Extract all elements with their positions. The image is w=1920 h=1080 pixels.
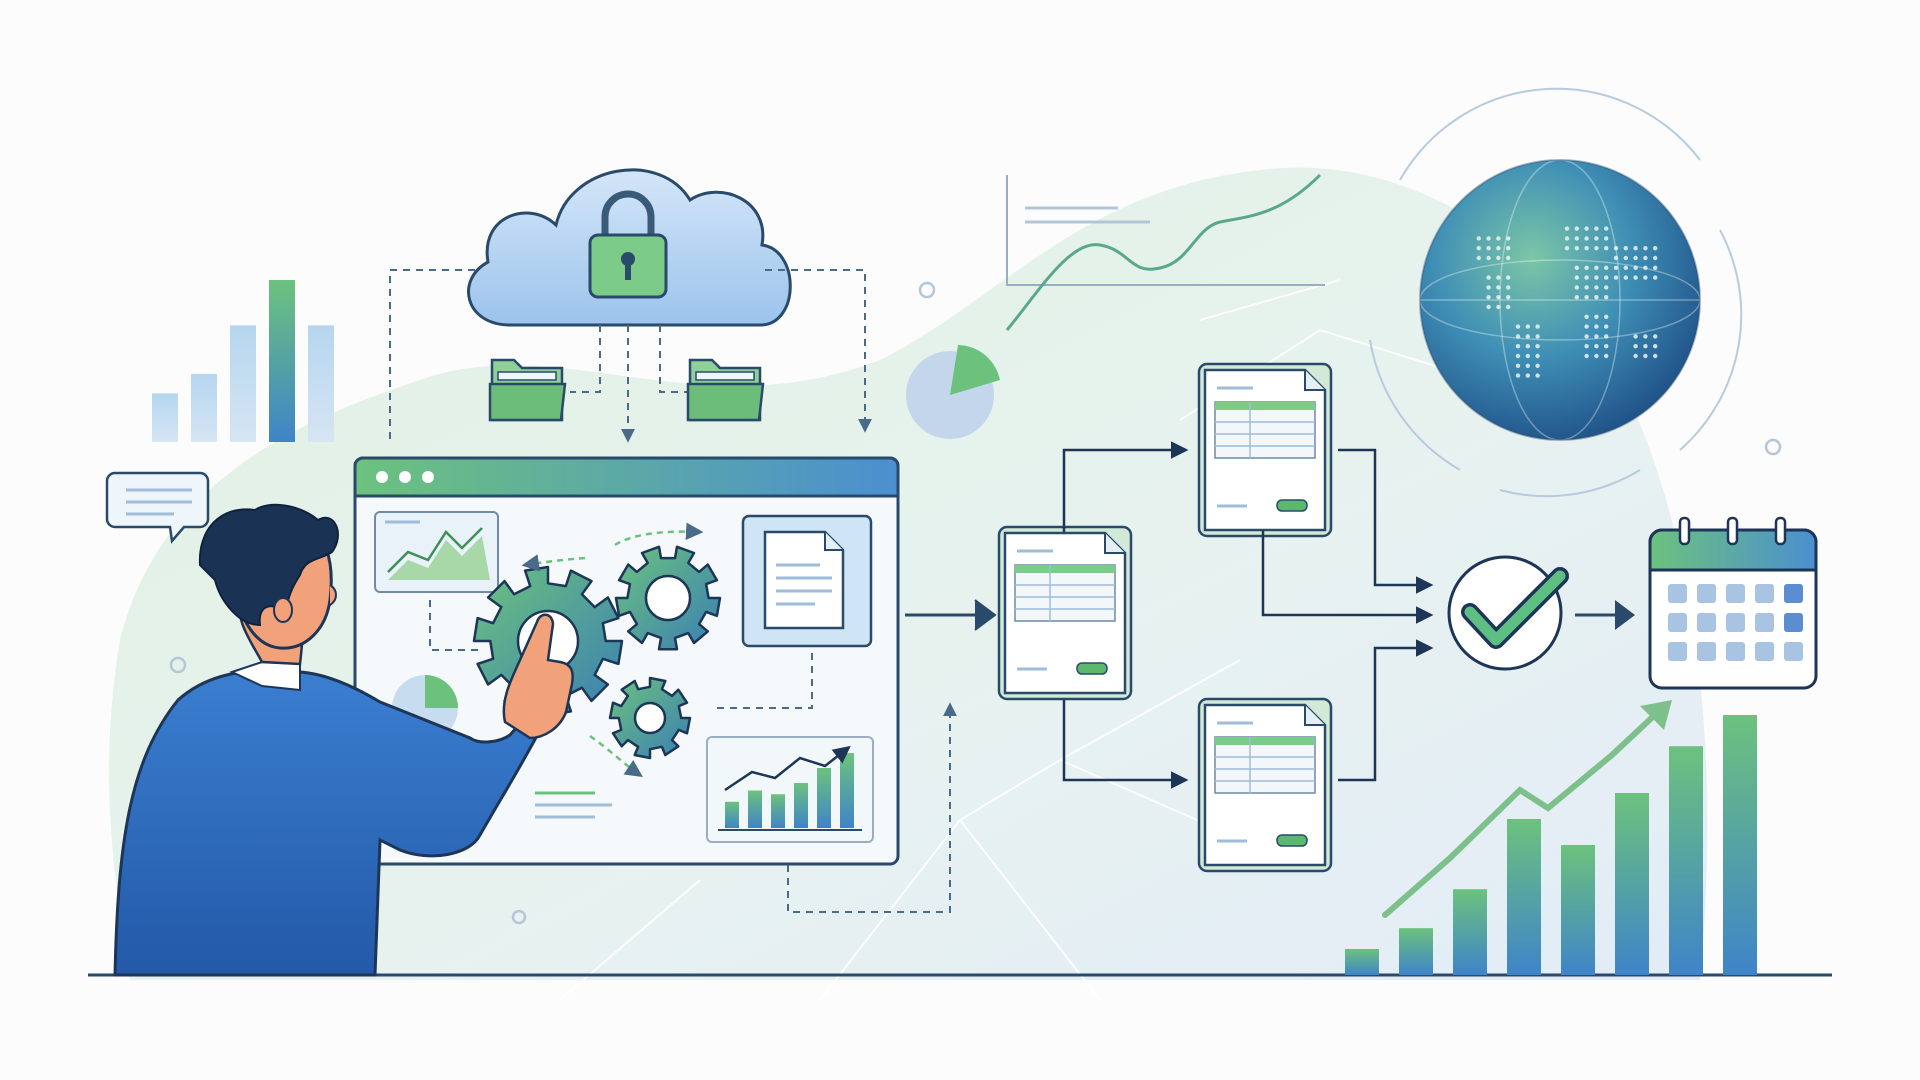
hair bbox=[198, 503, 339, 627]
calendar-day bbox=[1784, 642, 1803, 661]
bar bbox=[1723, 715, 1757, 975]
spreadsheet-icon bbox=[1197, 362, 1333, 538]
text-lines bbox=[535, 791, 612, 819]
bar bbox=[840, 753, 854, 828]
pie-chart-icon bbox=[906, 345, 1000, 439]
bar bbox=[269, 280, 295, 442]
bar bbox=[152, 393, 178, 442]
dashboard-bar-chart bbox=[706, 736, 874, 843]
calendar-day bbox=[1697, 584, 1716, 603]
chat-bubble-icon bbox=[105, 471, 210, 544]
calendar-day bbox=[1784, 584, 1803, 603]
bar bbox=[748, 790, 762, 828]
calendar-day bbox=[1668, 642, 1687, 661]
left-bar-chart bbox=[152, 280, 334, 442]
bar bbox=[794, 783, 808, 828]
globe-icon bbox=[1369, 87, 1743, 498]
calendar-day bbox=[1784, 613, 1803, 632]
lock-icon bbox=[588, 190, 668, 299]
bar bbox=[1615, 793, 1649, 975]
bar bbox=[1453, 889, 1487, 975]
gear-icon bbox=[608, 676, 692, 760]
spreadsheet-group bbox=[997, 362, 1333, 873]
bar bbox=[1561, 845, 1595, 975]
bar bbox=[230, 325, 256, 442]
calendar-icon bbox=[1648, 516, 1818, 690]
right-bar-chart bbox=[1345, 715, 1757, 975]
calendar-day bbox=[1726, 642, 1745, 661]
hand-pointer-icon bbox=[502, 613, 574, 740]
suit bbox=[113, 670, 542, 977]
bar bbox=[1399, 928, 1433, 975]
folder-icon bbox=[686, 358, 765, 422]
flow-connectors bbox=[1062, 441, 1434, 789]
flow-arrow bbox=[1575, 600, 1635, 630]
bar bbox=[725, 801, 739, 828]
calendar-day bbox=[1726, 584, 1745, 603]
bar bbox=[1669, 746, 1703, 975]
window-dot bbox=[399, 471, 411, 483]
bar bbox=[1507, 819, 1541, 975]
calendar-day bbox=[1755, 613, 1774, 632]
calendar-day bbox=[1668, 613, 1687, 632]
bar bbox=[191, 373, 217, 442]
folder-icon bbox=[488, 358, 567, 422]
checkmark-icon bbox=[1447, 555, 1569, 671]
spreadsheet-icon bbox=[997, 525, 1133, 701]
document-icon bbox=[741, 514, 873, 648]
bar bbox=[817, 768, 831, 828]
gear-icon bbox=[614, 545, 722, 651]
window-dot bbox=[422, 471, 434, 483]
growth-arrow bbox=[1382, 709, 1661, 918]
cloud-connectors bbox=[389, 269, 872, 443]
line-chart-icon bbox=[374, 511, 499, 593]
calendar-day bbox=[1697, 642, 1716, 661]
calendar-day bbox=[1726, 613, 1745, 632]
bar bbox=[771, 794, 785, 828]
decor-dots bbox=[169, 281, 1782, 925]
bar bbox=[1345, 949, 1379, 975]
spreadsheet-icon bbox=[1197, 697, 1333, 873]
calendar-day bbox=[1755, 642, 1774, 661]
flow-arrow bbox=[905, 599, 997, 631]
bar bbox=[308, 325, 334, 442]
line-chart-icon bbox=[1005, 173, 1325, 331]
calendar-day bbox=[1697, 613, 1716, 632]
calendar-day bbox=[1668, 584, 1687, 603]
network-lines bbox=[559, 279, 1481, 1001]
person bbox=[113, 503, 542, 977]
window-dot bbox=[376, 471, 388, 483]
calendar-day bbox=[1755, 584, 1774, 603]
